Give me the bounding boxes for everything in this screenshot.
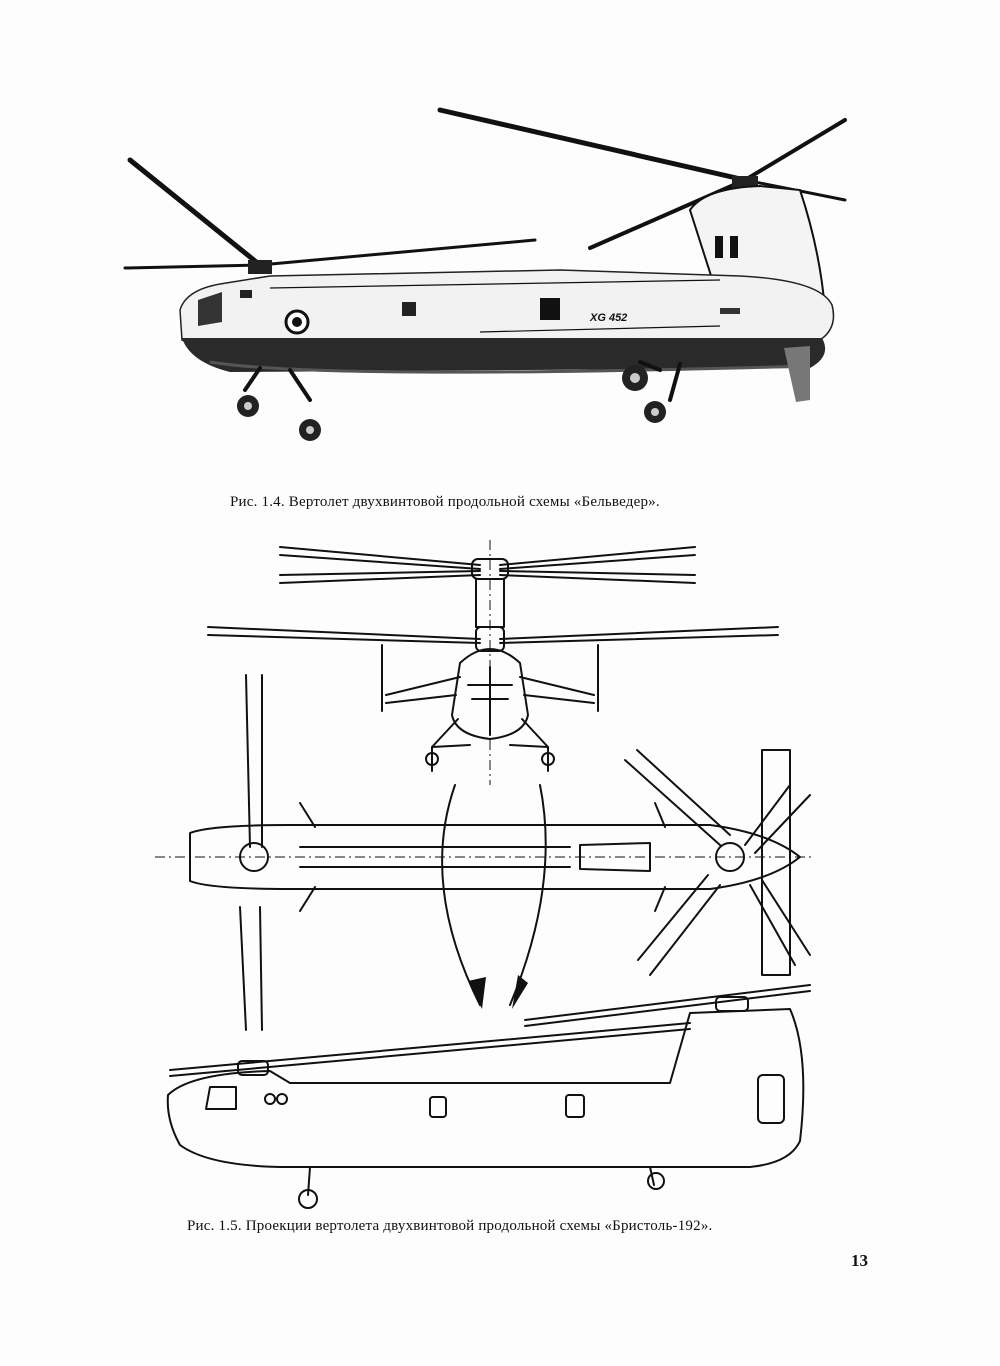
- aircraft-serial-marking: XG 452: [590, 312, 628, 324]
- figure-1-5-caption: Рис. 1.5. Проекции вертолета двухвинтово…: [187, 1218, 713, 1234]
- bristol-192-three-view-drawing: [150, 535, 830, 1215]
- figure-1-4-caption: Рис. 1.4. Вертолет двухвинтовой продольн…: [230, 494, 660, 510]
- belvedere-photo: XG 452: [120, 100, 860, 450]
- page-number: 13: [851, 1251, 868, 1270]
